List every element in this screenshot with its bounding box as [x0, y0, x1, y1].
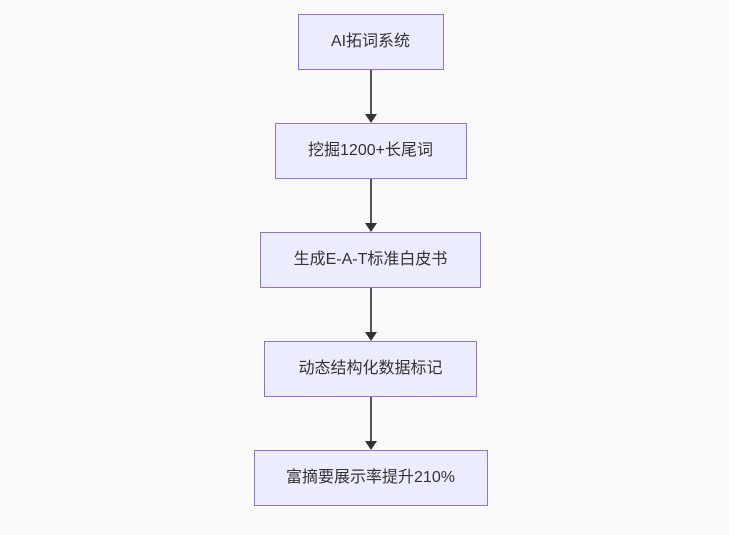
flow-node-4: 动态结构化数据标记 — [264, 341, 477, 397]
flow-node-5: 富摘要展示率提升210% — [253, 450, 488, 506]
edge-arrow-1 — [364, 70, 377, 123]
arrowhead-icon — [364, 223, 377, 232]
edge-line — [369, 70, 372, 114]
flowchart-canvas: AI拓词系统 挖掘1200+长尾词 生成E-A-T标准白皮书 动态结构化数据标记… — [6, 0, 729, 535]
flow-node-2-label: 挖掘1200+长尾词 — [308, 142, 433, 160]
flow-node-3: 生成E-A-T标准白皮书 — [260, 232, 481, 288]
arrowhead-icon — [364, 441, 377, 450]
edge-arrow-4 — [364, 397, 377, 450]
flow-node-4-label: 动态结构化数据标记 — [298, 360, 443, 378]
flow-node-5-label: 富摘要展示率提升210% — [286, 469, 455, 487]
flow-node-3-label: 生成E-A-T标准白皮书 — [293, 251, 448, 269]
flow-node-2: 挖掘1200+长尾词 — [274, 123, 467, 179]
flow-node-1-label: AI拓词系统 — [330, 33, 411, 51]
arrowhead-icon — [364, 332, 377, 341]
edge-arrow-2 — [364, 179, 377, 232]
edge-line — [369, 288, 372, 332]
flow-node-1: AI拓词系统 — [297, 14, 444, 70]
edge-line — [369, 179, 372, 223]
edge-arrow-3 — [364, 288, 377, 341]
edge-line — [369, 397, 372, 441]
arrowhead-icon — [364, 114, 377, 123]
